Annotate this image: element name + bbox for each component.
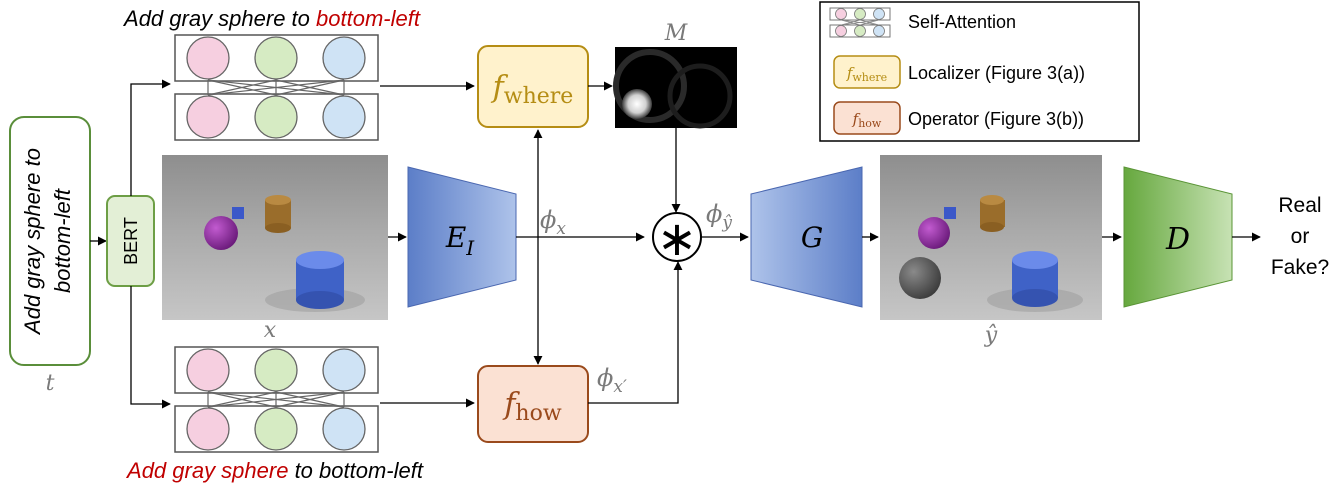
encoder-block: EI [407,166,517,308]
output-image-symbol: ŷ [984,323,998,348]
bottom-caption-part2: to bottom-left [288,458,423,483]
legend-label-operator: Operator (Figure 3(b)) [908,109,1084,129]
small-blue-cube [944,207,956,219]
purple-sphere [204,216,238,250]
brown-cylinder [265,195,291,233]
fhow-sub: how [515,401,561,426]
generator-label: G [801,221,823,254]
phi-xprime-label: ϕx′ [597,364,627,397]
attention-node-pink [186,95,230,139]
bert-block: BERT [106,195,155,287]
legend-localizer-icon: fwhere [833,55,901,89]
real-or-fake-line1: Real [1278,194,1321,217]
self-attention-top [174,34,379,141]
purple-sphere [918,217,950,249]
encoder-label: EI [445,221,475,260]
phi-xprime-base: ϕ [597,364,613,392]
blue-cylinder [296,251,344,309]
real-or-fake-line2: or [1291,225,1310,248]
phi-xprime-sub: x′ [613,377,627,397]
legend-localizer-icon-sub: where [852,71,887,84]
bert-label: BERT [121,217,141,265]
generator-block: G [750,166,863,308]
fwhere-block: fwhere [477,45,589,128]
arrow-bert-to-bottom-attention [130,286,171,409]
svg-text:fwhere: fwhere [846,64,887,84]
top-caption-part1: Add gray sphere to [122,6,316,31]
phi-yhat-base: ϕ [706,200,722,228]
attention-node-green [254,95,298,139]
legend-localizer-icon-base: f [846,64,855,82]
legend-self-attention-icon [829,7,891,38]
legend-label-self-attention: Self-Attention [908,12,1016,32]
arrow-fhow-to-compose [588,261,683,404]
input-image [162,155,388,320]
compose-symbol: ∗ [657,213,697,266]
top-caption-highlight: bottom-left [316,6,421,31]
attention-node-blue [322,348,366,392]
input-image-symbol: x [264,318,277,343]
text-input-line1: Add gray sphere to [20,148,45,336]
legend-label-localizer: Localizer (Figure 3(a)) [908,63,1085,83]
phi-yhat-label: ϕŷ [706,200,732,233]
legend: Self-Attention fwhere Localizer (Figure … [819,1,1140,142]
legend-operator-icon: fhow [833,101,901,135]
gray-sphere [899,257,941,299]
fwhere-sub: where [504,84,574,109]
arrow-bert-to-top-attention [130,79,171,196]
bottom-caption-highlight: Add gray sphere [125,458,288,483]
encoder-base: E [445,221,466,254]
real-or-fake-line3: Fake? [1271,256,1329,279]
attention-node-blue [322,36,366,80]
brown-cylinder [980,195,1005,232]
attention-node-pink [186,36,230,80]
blue-cylinder [1012,251,1058,307]
compose-operator: ∗ [652,212,702,266]
small-blue-cube [232,207,244,219]
legend-operator-icon-base: f [852,110,861,128]
self-attention-bottom [174,346,379,453]
attention-node-blue [322,407,366,451]
output-image [880,155,1102,320]
phi-x-base: ϕ [540,206,556,234]
fwhere-label: fwhere [491,70,574,109]
attention-node-blue [322,95,366,139]
real-or-fake-label: Real or Fake? [1271,194,1329,279]
text-input-symbol: t [46,371,55,396]
attention-node-green [254,348,298,392]
mask-image [613,47,737,129]
discriminator-label: D [1165,222,1190,257]
legend-operator-icon-sub: how [858,117,882,130]
text-input-box: Add gray sphere to bottom-left [9,116,91,366]
fhow-block: fhow [477,365,589,443]
phi-x-sub: x [556,219,566,239]
phi-yhat-sub: ŷ [721,213,732,233]
svg-text:fhow: fhow [852,110,882,130]
encoder-sub: I [465,236,475,260]
top-caption: Add gray sphere to bottom-left [122,6,421,31]
discriminator-block: D [1123,166,1233,308]
mask-symbol: M [664,21,688,46]
attention-node-pink [186,407,230,451]
text-input-line2: bottom-left [50,188,75,293]
bottom-caption: Add gray sphere to bottom-left [125,458,424,483]
attention-node-pink [186,348,230,392]
attention-node-green [254,407,298,451]
attention-node-green [254,36,298,80]
phi-x-label: ϕx [540,206,566,239]
